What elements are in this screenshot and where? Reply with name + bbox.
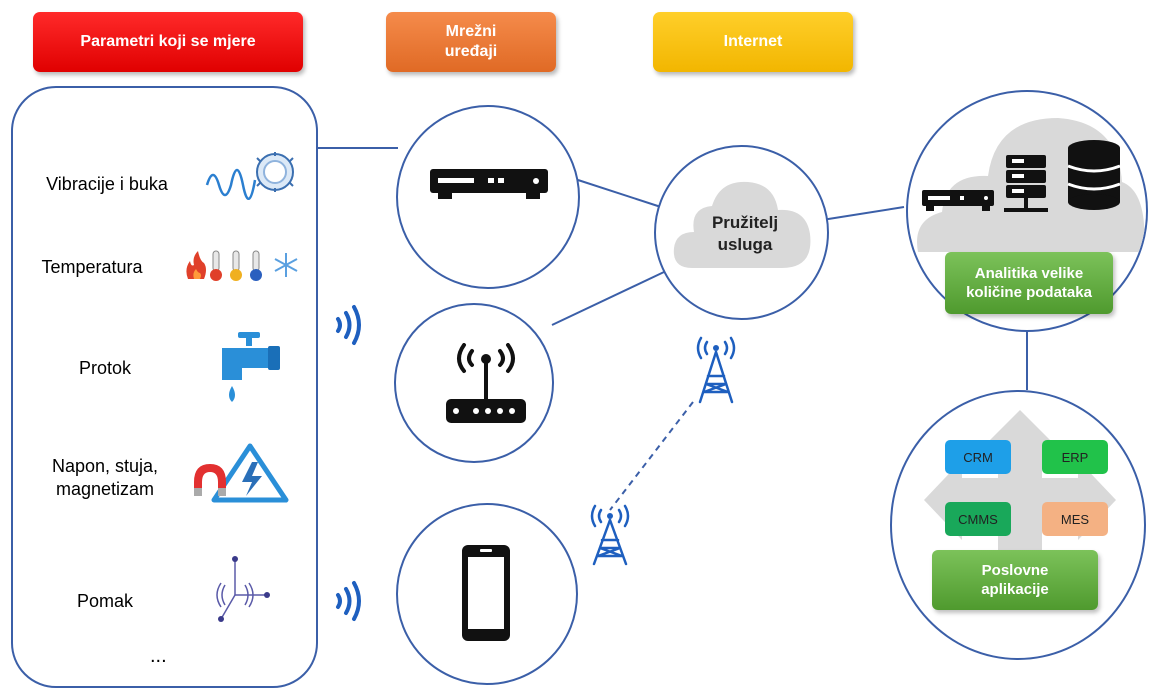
app-cmms-label: CMMS: [958, 511, 998, 527]
analytics-label-text: Analitika velike količine podataka: [966, 265, 1092, 301]
header-parameters: Parametri koji se mjere: [33, 12, 303, 72]
param-label-displacement: Pomak: [76, 591, 134, 611]
app-crm-label: CRM: [963, 449, 993, 465]
cloud-icon: [673, 181, 811, 268]
analytics-label: Analitika velike količine podataka: [945, 252, 1113, 314]
analytics-router-icon: [922, 190, 994, 211]
param-label-voltage: Napon, stuja, magnetizam: [51, 456, 159, 499]
wireless-signal-icon-2: [336, 581, 361, 621]
header-network-devices: Mrežni uređaji: [386, 12, 556, 72]
router-circle: [396, 105, 580, 289]
app-erp: ERP: [1042, 440, 1108, 474]
param-label-vibration: Vibracije i buka: [46, 174, 168, 194]
line-router-provider: [577, 179, 665, 209]
app-cmms: CMMS: [945, 502, 1011, 536]
wifi-router-circle: [394, 303, 554, 463]
app-mes: MES: [1042, 502, 1108, 536]
wifi-router-icon: [446, 343, 526, 423]
dashed-tower-link: [609, 401, 694, 511]
app-erp-label: ERP: [1061, 449, 1089, 465]
cell-tower-icon-2: [590, 504, 630, 566]
vibration-noise-icon: [205, 152, 294, 200]
four-way-arrow-icon: [924, 410, 1116, 590]
provider-label: Pružitelj usluga: [711, 213, 779, 254]
router-icon: [430, 169, 548, 199]
wireless-signal-icon: [336, 305, 361, 345]
water-tap-icon: [222, 332, 280, 402]
app-crm: CRM: [945, 440, 1011, 474]
header-internet: Internet: [653, 12, 853, 72]
business-apps-label-text: Poslovne aplikacije: [981, 562, 1049, 598]
line-provider-analytics: [821, 206, 905, 221]
server-icon: [1004, 155, 1048, 212]
high-voltage-magnet-icon: [194, 443, 289, 503]
cell-tower-icon: [696, 336, 736, 404]
smartphone-icon: [462, 545, 510, 641]
param-label-flow: Protok: [78, 358, 132, 378]
line-wifi-provider: [551, 271, 665, 326]
temperature-icon: [186, 250, 298, 281]
header-network-devices-label: Mrežni uređaji: [444, 23, 498, 60]
param-label-temperature: Temperatura: [41, 257, 143, 277]
more-parameters-ellipsis: ...: [150, 645, 167, 667]
displacement-axes-icon: [216, 556, 270, 622]
app-mes-label: MES: [1060, 511, 1090, 527]
database-icon: [1067, 140, 1121, 210]
business-apps-label: Poslovne aplikacije: [932, 550, 1098, 610]
